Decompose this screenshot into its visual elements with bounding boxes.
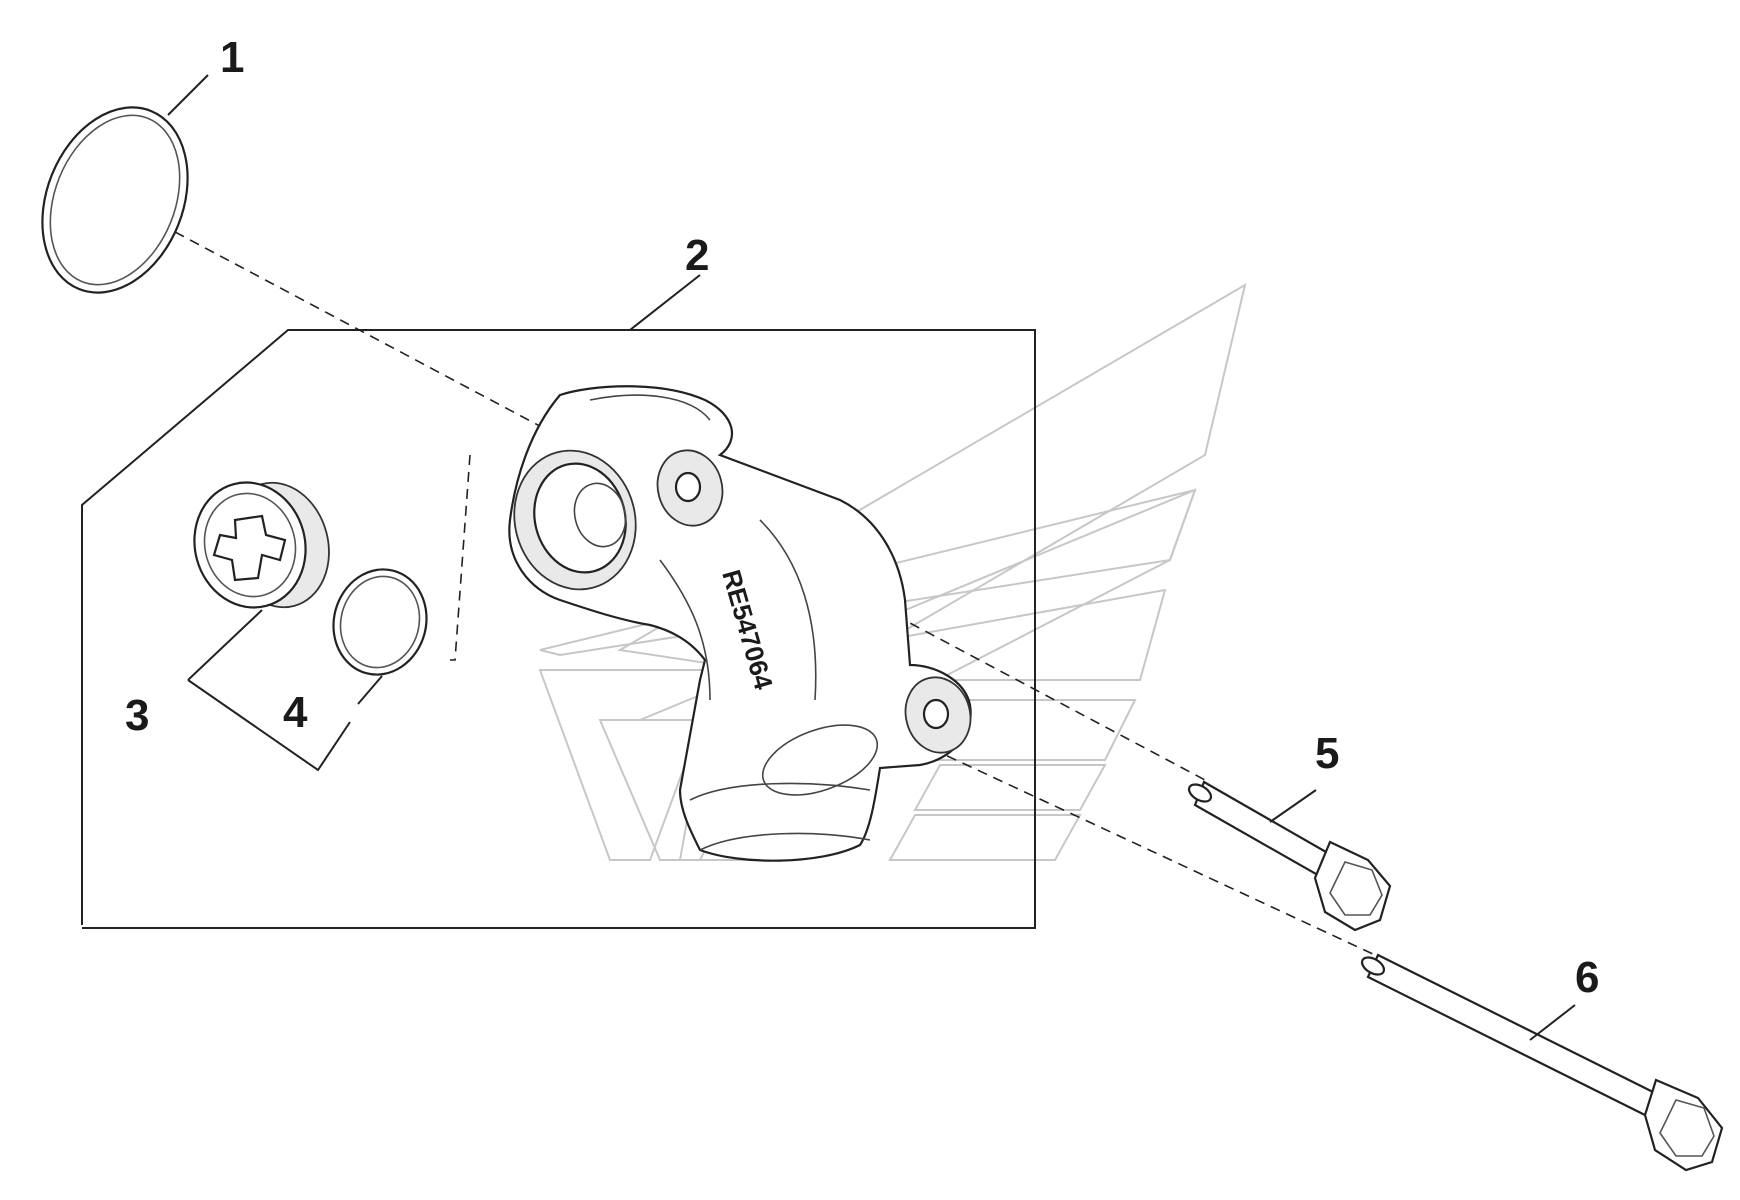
- kit-bracket-3-4: [187, 609, 383, 772]
- bolt-long: [1360, 953, 1724, 1172]
- callout-6: 6: [1575, 953, 1599, 1002]
- callout-4: 4: [283, 688, 308, 737]
- callout-5: 5: [1315, 729, 1339, 778]
- bolt-short: [1187, 780, 1392, 932]
- callout-3: 3: [125, 691, 149, 740]
- callout-1: 1: [220, 33, 244, 82]
- part-2-group-frame: [81, 274, 1036, 929]
- o-ring-small: [332, 568, 428, 676]
- plug: [193, 481, 330, 609]
- o-ring-large: [41, 74, 209, 294]
- callout-2: 2: [685, 231, 709, 280]
- callout-labels: 1 2 3 4 5 6: [125, 33, 1599, 1002]
- leader-lines: [1269, 789, 1576, 1041]
- elbow-housing: RE547064: [508, 385, 972, 862]
